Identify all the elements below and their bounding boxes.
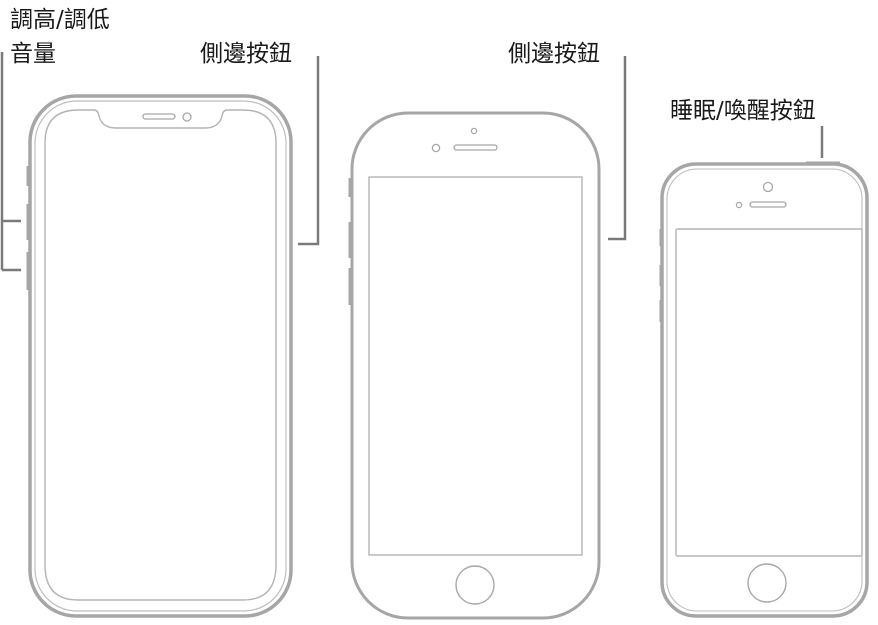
phone3-front-camera	[735, 201, 743, 209]
phone1-screen-notch	[44, 109, 277, 601]
phone-home-button-model	[348, 111, 601, 620]
phone2-front-camera	[431, 143, 441, 153]
phone3-top-camera	[762, 181, 774, 193]
volume-callout-line	[0, 52, 21, 272]
phone3-screen-frame	[675, 228, 863, 557]
volume-label-line2: 音量	[10, 41, 56, 67]
phone3-speaker	[749, 201, 787, 208]
volume-label-line1: 調高/調低	[10, 7, 110, 33]
phone-small-home-button-model	[659, 161, 869, 618]
phone2-home-button	[455, 565, 495, 605]
phone-face-id-model	[26, 94, 293, 618]
phone2-screen	[368, 176, 583, 556]
phone1-speaker	[142, 113, 176, 120]
phone3-outer-body	[660, 162, 869, 618]
side-button-label-phone1: 側邊按鈕	[200, 41, 292, 67]
side-button-label-phone2: 側邊按鈕	[508, 41, 600, 67]
phone3-inner-bezel	[666, 168, 863, 612]
side-button-callout-line-phone2	[608, 56, 627, 241]
side-button-callout-line-phone1	[298, 56, 320, 246]
phone1-outer-body	[28, 94, 293, 618]
sleep-wake-button-label: 睡眠/喚醒按鈕	[670, 98, 816, 124]
phone1-inner-bezel	[34, 100, 287, 612]
phone3-home-button	[747, 563, 787, 603]
callout-lines	[0, 52, 824, 272]
phone2-top-camera	[470, 127, 478, 135]
phone1-camera	[182, 112, 192, 122]
phone2-outer-body	[350, 111, 601, 620]
phone2-speaker	[453, 144, 498, 151]
